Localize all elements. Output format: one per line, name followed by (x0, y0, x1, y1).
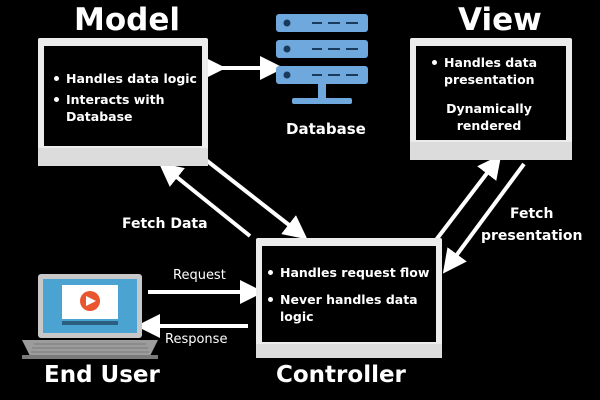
controller-to-model-arrow (158, 162, 252, 238)
laptop-icon (22, 274, 158, 359)
controller-title: Controller (276, 362, 406, 388)
fetch-presentation-label-line2: presentation (481, 228, 583, 244)
model-bullet: Interacts with Database (52, 91, 202, 125)
controller-to-view-arrow (434, 154, 502, 242)
view-to-controller-arrow (442, 162, 526, 274)
request-label: Request (173, 268, 226, 283)
view-bullet: Handles data presentation (430, 54, 560, 88)
end-user-label: End User (44, 362, 160, 388)
controller-bullet: Handles request flow (266, 264, 438, 281)
view-note: Dynamically rendered (446, 101, 532, 133)
model-to-controller-arrow (204, 158, 308, 240)
controller-monitor: Handles request flow Never handles data … (256, 238, 442, 358)
controller-bullet: Never handles data logic (266, 291, 438, 325)
fetch-presentation-label-line1: Fetch (510, 206, 554, 222)
model-bullets: Handles data logic Interacts with Databa… (52, 70, 202, 125)
controller-bullets: Handles request flow Never handles data … (266, 264, 438, 325)
model-title: Model (74, 2, 180, 38)
response-label: Response (165, 332, 228, 347)
view-monitor: Handles data presentation Dynamically re… (410, 38, 572, 160)
database-icon (276, 14, 368, 104)
model-monitor: Handles data logic Interacts with Databa… (38, 38, 208, 166)
fetch-data-label: Fetch Data (122, 216, 208, 232)
database-label: Database (286, 120, 366, 138)
model-bullet: Handles data logic (52, 70, 202, 87)
view-title: View (458, 2, 542, 38)
view-bullets: Handles data presentation (430, 54, 560, 88)
